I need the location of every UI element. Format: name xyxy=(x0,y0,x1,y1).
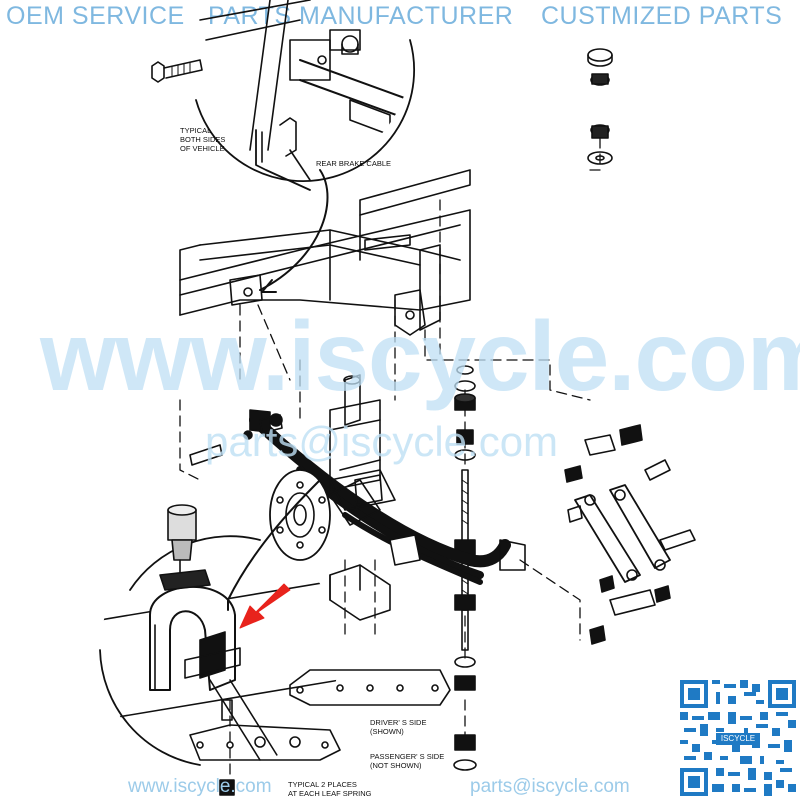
banner-oem-service: OEM SERVICE xyxy=(6,2,185,30)
callout-typical-both-sides: TYPICAL BOTH SIDES OF VEHICLE xyxy=(180,126,226,153)
spring-plate xyxy=(289,669,451,706)
shock-bracket xyxy=(329,374,383,506)
lower-spring-plate xyxy=(189,699,341,796)
footer-email: parts@iscycle.com xyxy=(470,776,630,797)
bushing-stack-top xyxy=(587,48,613,165)
callout-drivers-side: DRIVER' S SIDE (SHOWN) xyxy=(370,718,427,736)
callout-rear-brake-cable: REAR BRAKE CABLE xyxy=(316,159,392,168)
axle-hub xyxy=(269,469,396,561)
frame-bolt xyxy=(151,59,203,83)
red-pointer-arrow xyxy=(239,583,291,629)
cable-leader-line xyxy=(259,169,329,291)
front-bushing-bolt xyxy=(189,414,283,466)
header-banner: OEM SERVICE PARTS MANUFACTURER CUSTMIZED… xyxy=(0,0,800,32)
banner-parts-manufacturer: PARTS MANUFACTURER xyxy=(208,2,514,30)
qr-label: ISCYCLE xyxy=(716,733,760,745)
callout-passengers-side: PASSENGER' S SIDE (NOT SHOWN) xyxy=(370,752,445,770)
watermark-email: parts@iscycle.com xyxy=(205,418,559,465)
shackle-plates xyxy=(564,424,696,645)
assembly-guide-lines xyxy=(179,129,601,781)
bushing-detail xyxy=(99,479,340,766)
brake-cable-detail xyxy=(195,0,415,191)
spring-angle-bracket xyxy=(329,564,391,621)
callout-typical-2-places: TYPICAL 2 PLACES AT EACH LEAF SPRING xyxy=(288,780,372,798)
footer-website: www.iscycle.com xyxy=(128,776,272,797)
watermark-website: www.iscycle.com xyxy=(40,301,800,411)
banner-customized-parts: CUSTMIZED PARTS xyxy=(541,2,783,30)
